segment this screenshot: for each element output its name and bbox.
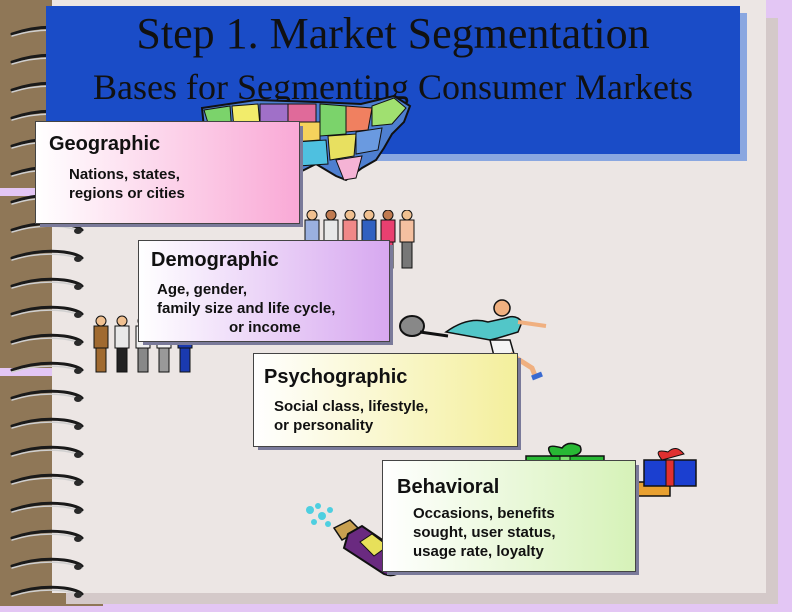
desc-line: usage rate, loyalty xyxy=(413,542,544,560)
ring-coil xyxy=(10,445,84,456)
ring-coil xyxy=(10,249,84,260)
ring-hole xyxy=(74,480,82,486)
ring-hole xyxy=(74,228,82,234)
demographic-title: Demographic xyxy=(151,249,279,271)
ring-hole xyxy=(74,284,82,290)
person-head xyxy=(116,315,128,327)
ring-coil xyxy=(10,277,84,288)
ring-coil xyxy=(10,389,84,400)
cover-band xyxy=(0,368,103,376)
desc-line: Social class, lifestyle, xyxy=(274,398,429,415)
person-body xyxy=(93,325,109,349)
ring-hole xyxy=(74,340,82,346)
person-body xyxy=(114,325,130,349)
person-head xyxy=(382,210,394,221)
person-body xyxy=(399,219,415,243)
desc-line: sought, user status, xyxy=(413,523,556,541)
ring-hole xyxy=(74,396,82,402)
psychographic-box: Psychographic Social class, lifestyle, o… xyxy=(253,353,518,447)
person-head xyxy=(325,210,337,221)
person-legs xyxy=(116,347,128,373)
behavioral-box: Behavioral Occasions, benefits sought, u… xyxy=(382,460,636,572)
ring-coil xyxy=(10,333,84,344)
ring-coil xyxy=(10,557,84,568)
person-head xyxy=(363,210,375,221)
ring-coil xyxy=(10,473,84,484)
desc-line: Occasions, benefits xyxy=(413,505,555,522)
person-legs xyxy=(179,347,191,373)
person-body xyxy=(380,219,396,243)
desc-line: family size and life cycle, xyxy=(157,299,336,317)
psychographic-desc: Social class, lifestyle, or personality xyxy=(274,398,428,436)
ring-coil xyxy=(10,585,84,596)
person-body xyxy=(323,219,339,243)
demographic-box: Demographic Age, gender, family size and… xyxy=(138,240,390,342)
ring-hole xyxy=(74,424,82,430)
behavioral-desc: Occasions, benefits sought, user status,… xyxy=(413,505,556,561)
geographic-desc: Nations, states, regions or cities xyxy=(69,166,185,204)
geographic-box: Geographic Nations, states, regions or c… xyxy=(35,121,300,224)
person-body xyxy=(361,219,377,243)
ring-hole xyxy=(74,312,82,318)
ring-coil xyxy=(10,529,84,540)
person-body xyxy=(342,219,358,243)
ring-coil xyxy=(10,361,84,372)
ring-hole xyxy=(74,368,82,374)
ring-hole xyxy=(74,536,82,542)
desc-line: Nations, states, xyxy=(69,166,180,183)
ring-coil xyxy=(10,417,84,428)
ring-hole xyxy=(74,452,82,458)
person-body xyxy=(304,219,320,243)
slide-title: Step 1. Market Segmentation xyxy=(136,9,650,58)
desc-line: or income xyxy=(229,318,301,336)
desc-line: Age, gender, xyxy=(157,281,248,298)
ring-hole xyxy=(74,256,82,262)
desc-line: or personality xyxy=(274,416,374,434)
person-legs xyxy=(401,241,413,269)
ring-coil xyxy=(10,501,84,512)
ring-hole xyxy=(74,508,82,514)
person-legs xyxy=(95,347,107,373)
ring-coil xyxy=(10,305,84,316)
psychographic-title: Psychographic xyxy=(264,366,408,388)
ring-hole xyxy=(74,592,82,598)
geographic-title: Geographic xyxy=(49,133,161,155)
person-head xyxy=(401,210,413,221)
ring-hole xyxy=(74,564,82,570)
behavioral-title: Behavioral xyxy=(397,476,500,498)
person-legs xyxy=(158,347,170,373)
person-legs xyxy=(137,347,149,373)
demographic-desc: Age, gender, family size and life cycle,… xyxy=(157,281,387,337)
person-head xyxy=(344,210,356,221)
person-head xyxy=(306,210,318,221)
desc-line: regions or cities xyxy=(69,184,185,202)
person-head xyxy=(95,315,107,327)
